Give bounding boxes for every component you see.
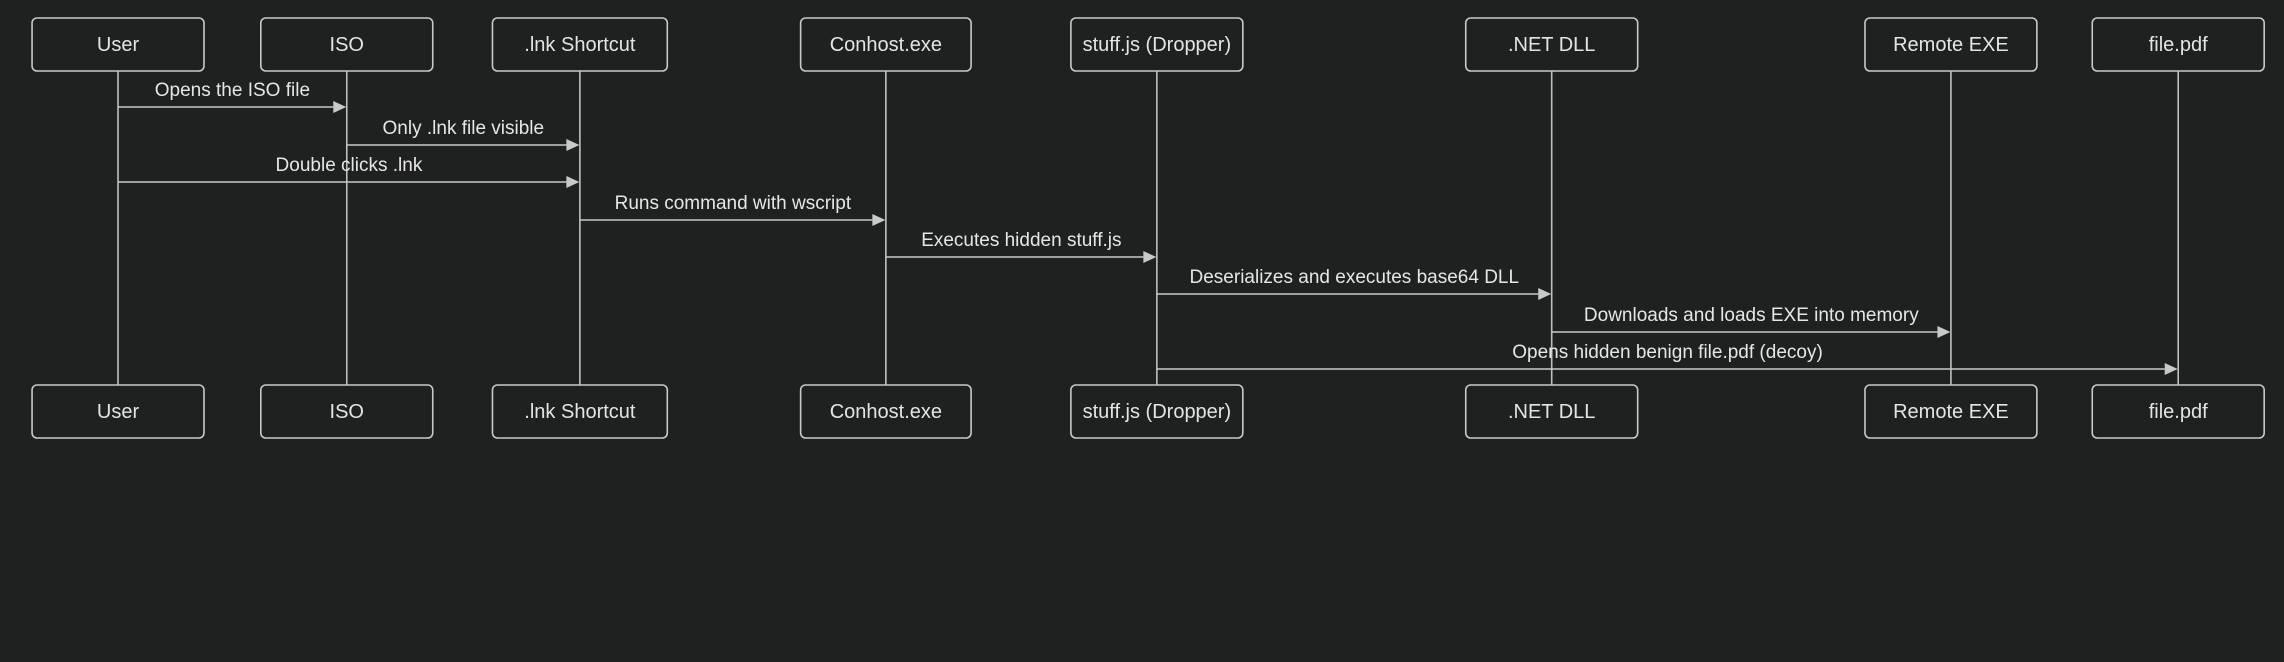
message-label: Only .lnk file visible — [383, 118, 545, 139]
message-arrowhead — [1143, 251, 1157, 263]
message-5[interactable]: Executes hidden stuff.js — [885, 230, 1157, 263]
message-label: Opens the ISO file — [155, 80, 310, 101]
actor-bottom-iso[interactable]: ISO — [260, 384, 434, 439]
actor-label: .lnk Shortcut — [524, 34, 636, 56]
message-7[interactable]: Downloads and loads EXE into memory — [1551, 305, 1951, 338]
actor-bottom-conhost[interactable]: Conhost.exe — [799, 384, 972, 439]
message-label: Double clicks .lnk — [276, 155, 423, 176]
actor-label: file.pdf — [2149, 401, 2208, 423]
actor-boxes-top: User ISO .lnk Shortcut Conhost.exe stuff.js … — [31, 17, 2265, 72]
actor-top-filepdf[interactable]: file.pdf — [2091, 17, 2265, 72]
actor-box — [799, 384, 972, 439]
actor-boxes-bottom: User ISO .lnk Shortcut Conhost.exe stuff.js … — [31, 384, 2265, 439]
message-label: Opens hidden benign file.pdf (decoy) — [1512, 342, 1823, 363]
message-4[interactable]: Runs command with wscript — [579, 193, 886, 226]
message-8[interactable]: Opens hidden benign file.pdf (decoy) — [1156, 342, 2178, 375]
actor-label: .lnk Shortcut — [524, 401, 636, 423]
actor-bottom-lnk[interactable]: .lnk Shortcut — [491, 384, 669, 439]
actor-bottom-netdll[interactable]: .NET DLL — [1464, 384, 1639, 439]
actor-label: ISO — [330, 401, 364, 423]
message-6[interactable]: Deserializes and executes base64 DLL — [1156, 267, 1552, 300]
actor-box — [1070, 384, 1244, 439]
message-label: Runs command with wscript — [615, 193, 852, 214]
message-arrowhead — [566, 139, 580, 151]
actor-box — [1464, 17, 1639, 72]
message-label: Downloads and loads EXE into memory — [1584, 305, 1919, 326]
actor-box — [1864, 384, 2038, 439]
actor-bottom-user[interactable]: User — [31, 384, 205, 439]
actor-top-lnk[interactable]: .lnk Shortcut — [491, 17, 669, 72]
message-label: Executes hidden stuff.js — [921, 230, 1121, 251]
actor-label: User — [97, 34, 140, 56]
actor-box — [260, 384, 434, 439]
message-3[interactable]: Double clicks .lnk — [118, 155, 580, 188]
actor-box — [1464, 384, 1639, 439]
actor-label: .NET DLL — [1508, 401, 1595, 423]
message-arrowhead — [872, 214, 886, 226]
message-arrowhead — [2164, 363, 2178, 375]
actor-bottom-remexe[interactable]: Remote EXE — [1864, 384, 2038, 439]
message-arrowhead — [1937, 326, 1951, 338]
message-arrowhead — [1538, 288, 1552, 300]
actor-top-user[interactable]: User — [31, 17, 205, 72]
message-2[interactable]: Only .lnk file visible — [346, 118, 580, 151]
actor-bottom-filepdf[interactable]: file.pdf — [2091, 384, 2265, 439]
actor-label: file.pdf — [2149, 34, 2208, 56]
actor-box — [2091, 17, 2265, 72]
actor-top-remexe[interactable]: Remote EXE — [1864, 17, 2038, 72]
actor-bottom-dropper[interactable]: stuff.js (Dropper) — [1070, 384, 1244, 439]
message-1[interactable]: Opens the ISO file — [118, 80, 347, 113]
actor-label: Conhost.exe — [830, 401, 942, 423]
actor-label: User — [97, 401, 140, 423]
message-arrowhead — [566, 176, 580, 188]
actor-top-iso[interactable]: ISO — [260, 17, 434, 72]
actor-box — [31, 384, 205, 439]
actor-label: Conhost.exe — [830, 34, 942, 56]
actor-box — [31, 17, 205, 72]
message-arrowhead — [333, 101, 347, 113]
actor-top-conhost[interactable]: Conhost.exe — [799, 17, 972, 72]
actor-label: Remote EXE — [1893, 34, 2009, 56]
actor-box — [1864, 17, 2038, 72]
actor-label: .NET DLL — [1508, 34, 1595, 56]
actor-label: stuff.js (Dropper) — [1083, 401, 1232, 423]
actor-box — [491, 384, 669, 439]
lifelines-layer — [117, 71, 2180, 385]
actor-box — [491, 17, 669, 72]
actor-label: Remote EXE — [1893, 401, 2009, 423]
actor-label: ISO — [330, 34, 364, 56]
message-label: Deserializes and executes base64 DLL — [1190, 267, 1520, 288]
actor-label: stuff.js (Dropper) — [1083, 34, 1232, 56]
actor-box — [799, 17, 972, 72]
actor-top-dropper[interactable]: stuff.js (Dropper) — [1070, 17, 1244, 72]
actor-top-netdll[interactable]: .NET DLL — [1464, 17, 1639, 72]
actor-box — [260, 17, 434, 72]
actor-box — [1070, 17, 1244, 72]
actor-box — [2091, 384, 2265, 439]
